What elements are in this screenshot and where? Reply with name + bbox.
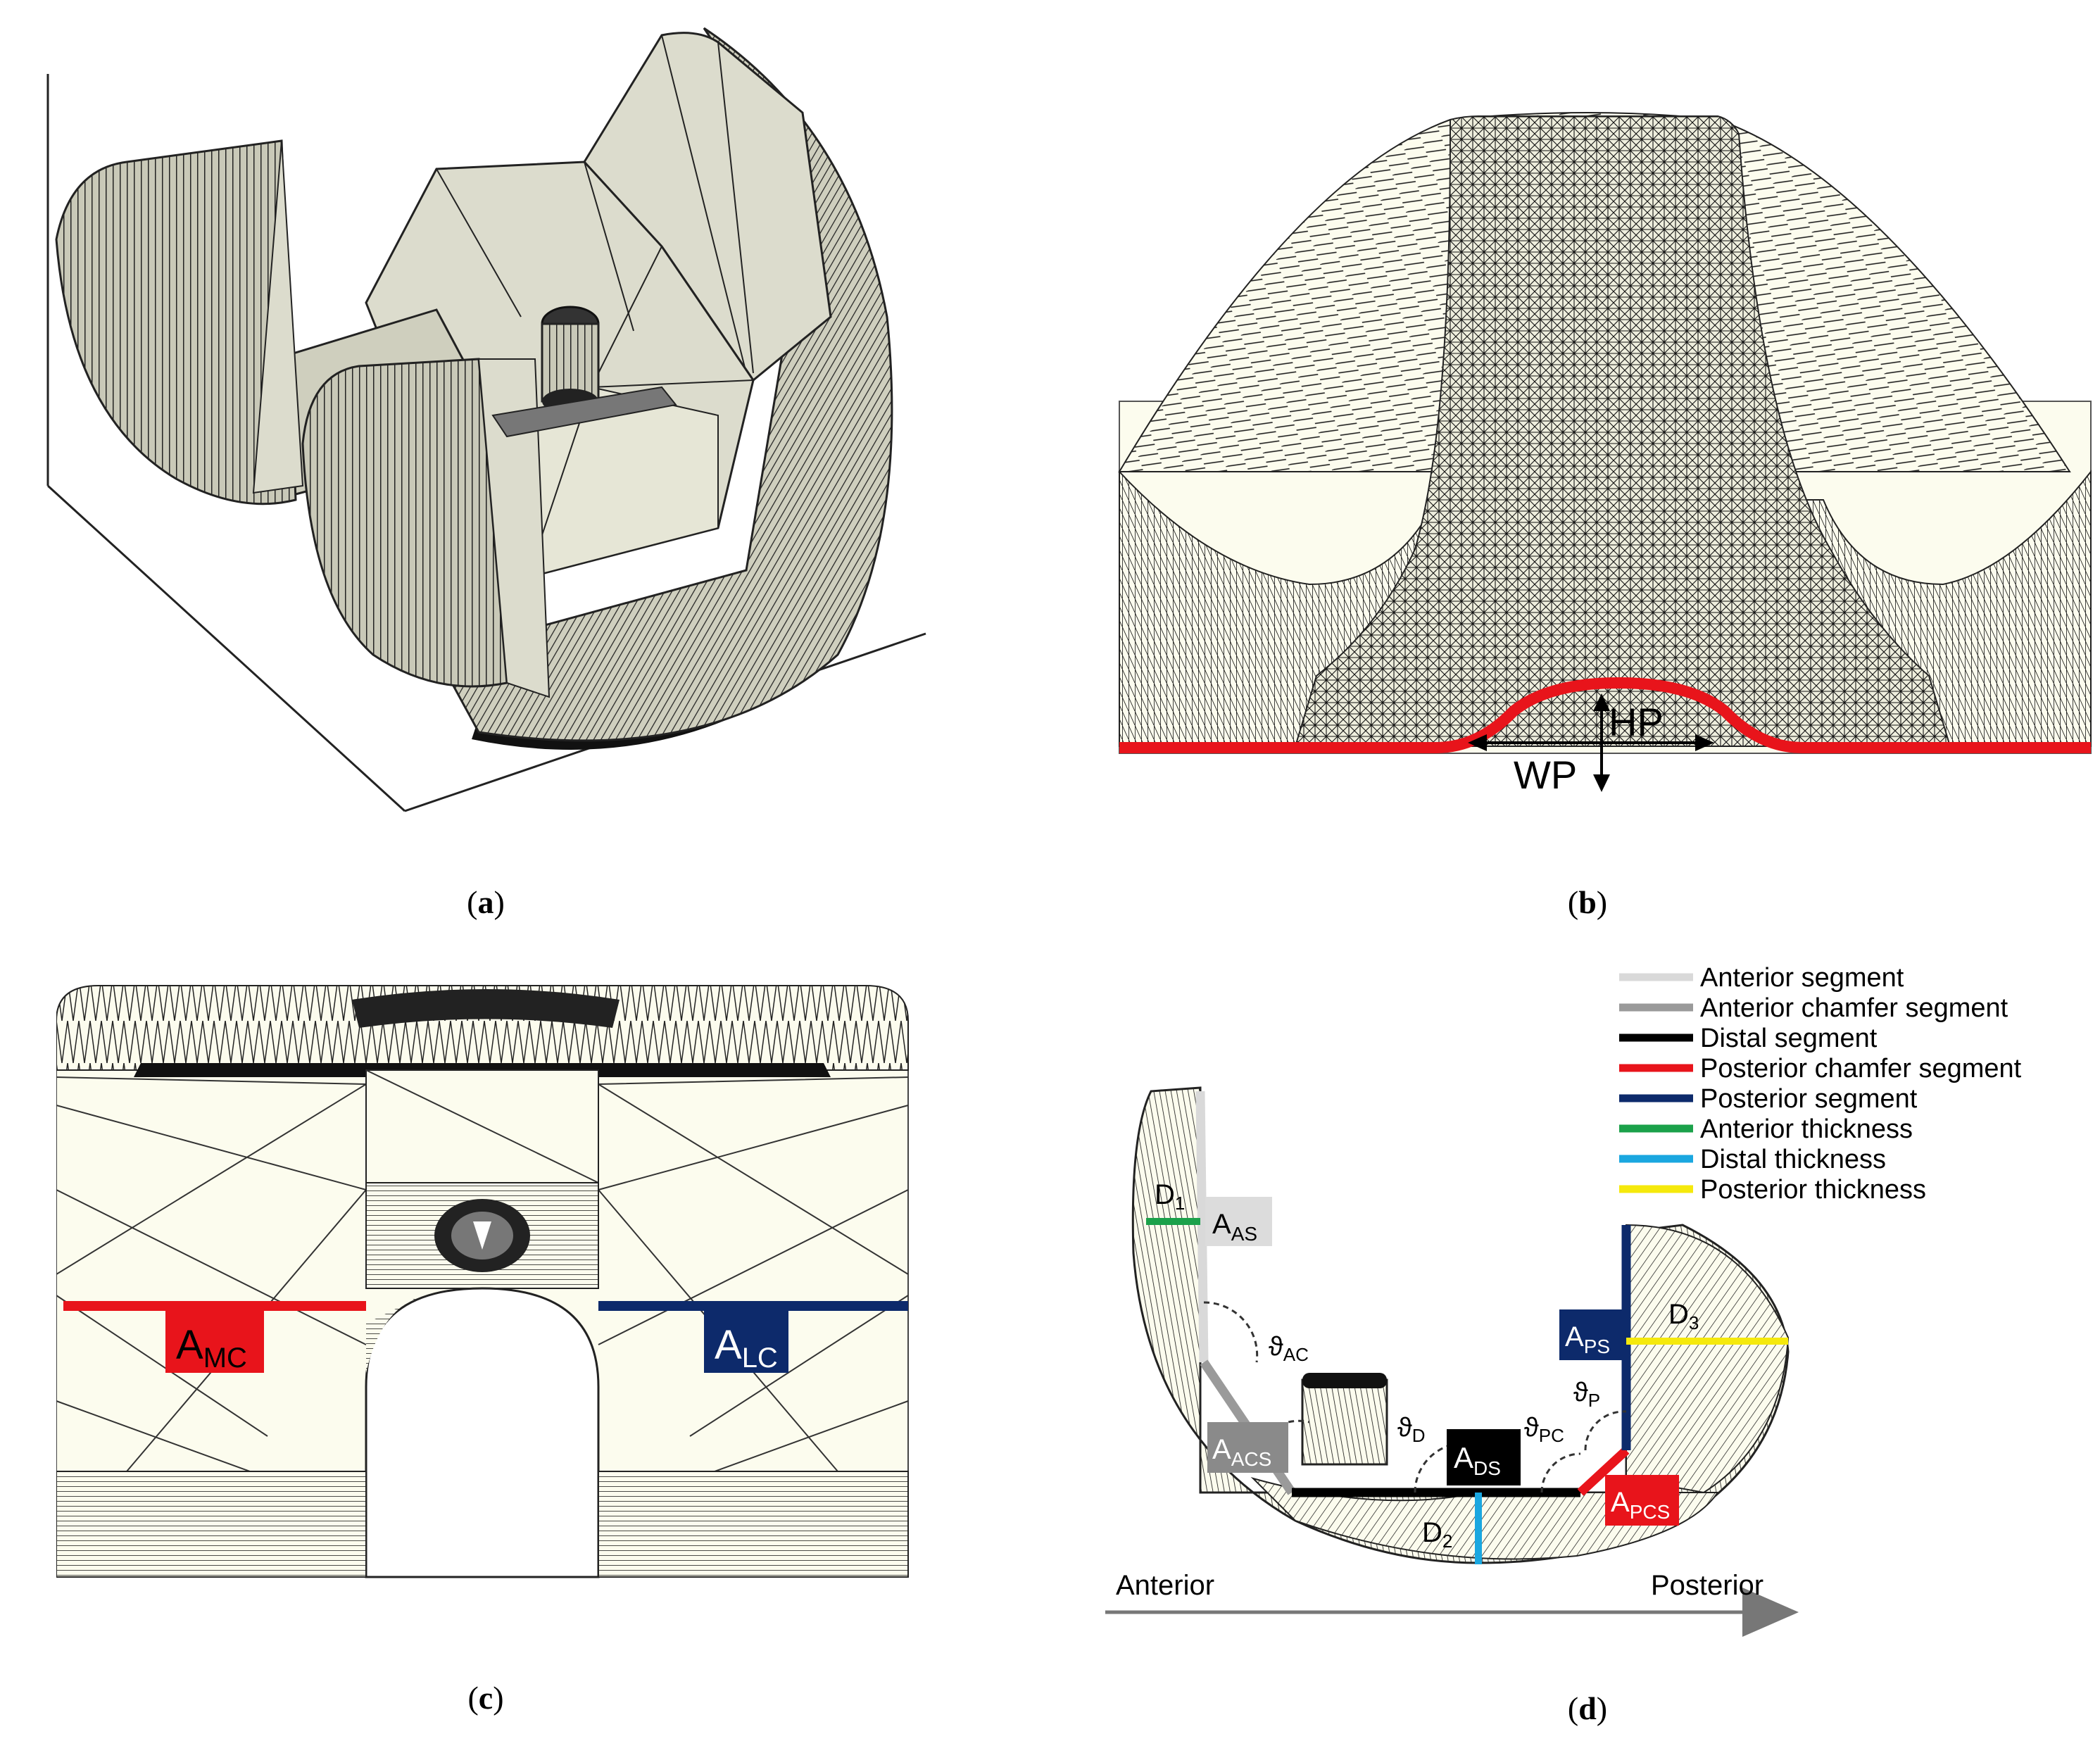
theta-p-main: ϑ	[1573, 1378, 1588, 1407]
svg-text:D2: D2	[1422, 1517, 1452, 1552]
aps-main: A	[1565, 1321, 1584, 1352]
hp-label: HP	[1609, 700, 1664, 744]
alc-label-main: A	[715, 1322, 742, 1368]
svg-text:ϑD: ϑD	[1397, 1413, 1426, 1446]
d1-main: D	[1155, 1179, 1175, 1210]
caption-b: (b)	[1568, 884, 1607, 921]
svg-text:ϑPC: ϑPC	[1524, 1413, 1564, 1446]
caption-a: (a)	[467, 884, 505, 921]
theta-p-sub: P	[1588, 1390, 1600, 1411]
apcs-main: A	[1611, 1487, 1630, 1518]
svg-text:APCS: APCS	[1611, 1487, 1670, 1523]
caption-open: (	[467, 884, 478, 920]
apcs-sub: PCS	[1630, 1501, 1671, 1523]
svg-text:ALC: ALC	[715, 1322, 778, 1374]
legend-label: Distal thickness	[1700, 1145, 1886, 1174]
aacs-main: A	[1212, 1434, 1231, 1465]
aas-main: A	[1212, 1209, 1231, 1240]
axis-posterior-label: Posterior	[1651, 1570, 1763, 1601]
panel-b-cross-section: HP WP	[1084, 77, 2098, 817]
legend-label: Anterior segment	[1700, 963, 1904, 993]
panel-a-3d-femoral-component	[42, 21, 950, 824]
svg-text:APS: APS	[1565, 1321, 1610, 1357]
aas-sub: AS	[1231, 1223, 1257, 1245]
amc-label-sub: MC	[203, 1343, 247, 1374]
svg-text:ϑP: ϑP	[1573, 1378, 1600, 1411]
legend-label: Posterior segment	[1700, 1084, 1918, 1114]
theta-pc-main: ϑ	[1524, 1413, 1539, 1443]
caption-letter: a	[477, 884, 494, 920]
caption-close: )	[493, 1680, 504, 1716]
caption-open: (	[1567, 1690, 1579, 1726]
panel-c-distal-view: AMC ALC	[56, 979, 936, 1612]
caption-close: )	[493, 884, 505, 920]
aps-sub: PS	[1584, 1336, 1610, 1357]
ads-main: A	[1454, 1441, 1473, 1474]
legend-label: Anterior chamfer segment	[1700, 993, 2008, 1023]
svg-text:D3: D3	[1668, 1299, 1699, 1333]
d3-main: D	[1668, 1299, 1689, 1330]
axis-anterior-label: Anterior	[1116, 1570, 1214, 1601]
legend-label: Distal segment	[1700, 1024, 1878, 1053]
d3-sub: 3	[1689, 1312, 1699, 1333]
alc-label-sub: LC	[742, 1343, 778, 1374]
caption-open: (	[1567, 884, 1579, 920]
caption-letter: b	[1578, 884, 1597, 920]
theta-d-main: ϑ	[1397, 1413, 1412, 1443]
ads-sub: DS	[1473, 1457, 1501, 1479]
svg-text:ADS: ADS	[1454, 1441, 1501, 1479]
theta-ac-sub: AC	[1283, 1344, 1309, 1365]
aacs-sub: ACS	[1231, 1448, 1272, 1470]
amc-label-main: A	[176, 1322, 203, 1368]
svg-text:AMC: AMC	[176, 1322, 247, 1374]
caption-letter: c	[478, 1680, 493, 1716]
svg-text:D1: D1	[1155, 1179, 1185, 1214]
svg-text:ϑAC: ϑAC	[1269, 1332, 1309, 1365]
wp-label: WP	[1514, 753, 1577, 797]
caption-open: (	[467, 1680, 479, 1716]
legend-label: Anterior thickness	[1700, 1114, 1913, 1144]
caption-c: (c)	[467, 1679, 503, 1716]
caption-letter: d	[1578, 1690, 1597, 1726]
caption-d: (d)	[1568, 1690, 1607, 1727]
theta-pc-sub: PC	[1539, 1425, 1564, 1446]
legend-label: Posterior thickness	[1700, 1175, 1926, 1205]
svg-text:AAS: AAS	[1212, 1209, 1257, 1245]
caption-close: )	[1596, 884, 1608, 920]
d1-sub: 1	[1175, 1193, 1185, 1214]
d2-sub: 2	[1442, 1531, 1452, 1552]
legend-label: Posterior chamfer segment	[1700, 1054, 2022, 1083]
theta-ac-main: ϑ	[1269, 1332, 1283, 1362]
svg-text:AACS: AACS	[1212, 1434, 1271, 1470]
d2-main: D	[1422, 1517, 1442, 1548]
theta-d-sub: D	[1412, 1425, 1426, 1446]
caption-close: )	[1596, 1690, 1608, 1726]
